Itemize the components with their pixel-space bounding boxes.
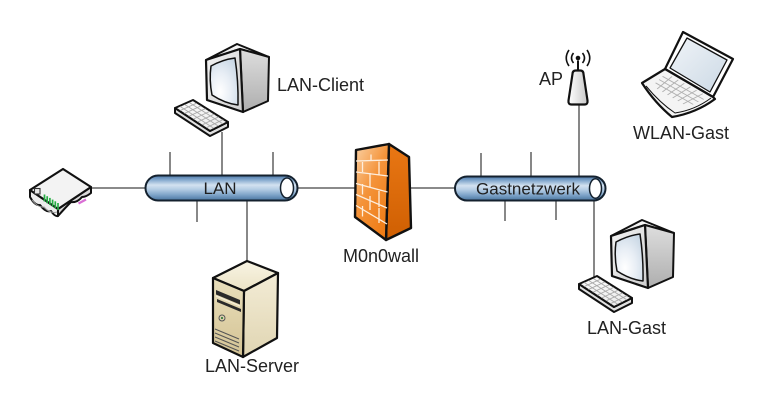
server-bay-1 [216, 290, 240, 305]
router-side-face [57, 186, 92, 217]
router-icon [28, 167, 93, 218]
lan-server-label: LAN-Server [205, 356, 299, 376]
server-bay-highlight [215, 295, 241, 307]
guest-bus-label: Gastnetzwerk [476, 180, 580, 199]
laptop-base [640, 67, 717, 119]
guest-bus: Gastnetzwerk [454, 175, 607, 202]
lan-bus: LAN [144, 174, 299, 202]
lan-guest-label: LAN-Gast [587, 318, 666, 338]
router-port [33, 187, 41, 195]
server-front-face [211, 276, 246, 359]
ap-antenna-body [567, 69, 589, 106]
firewall-front-face [353, 142, 391, 242]
access-point-icon [565, 49, 591, 106]
firewall-icon [353, 142, 413, 242]
laptop-base-edge [645, 85, 712, 114]
firewall-label: M0n0wall [343, 246, 419, 266]
lan-client-label: LAN-Client [277, 75, 364, 95]
lan-bus-label: LAN [203, 179, 236, 198]
server-bay-2 [217, 299, 241, 312]
connection-lines [91, 104, 595, 282]
laptop-keys [655, 75, 705, 105]
guest-bus-cylinder [454, 175, 607, 202]
firewall-mortar-lines [355, 154, 389, 225]
lan-client-icon [175, 42, 271, 136]
wireless-signal-icon [565, 49, 591, 67]
router-accent [77, 198, 87, 205]
lan-client-monitor [204, 42, 271, 114]
ap-label: AP [539, 69, 563, 89]
lan-bus-endcap [279, 177, 295, 199]
wlan-guest-label: WLAN-Gast [633, 123, 729, 143]
guest-bus-endcap [588, 178, 603, 199]
router-leds [43, 194, 59, 210]
server-vents [214, 328, 240, 352]
server-power-led [220, 316, 224, 320]
lan-server-icon [211, 259, 280, 359]
ap-antenna-tip [575, 55, 581, 61]
lan-guest-monitor [609, 218, 676, 290]
lan-guest-keyboard [579, 276, 632, 312]
lan-bus-cylinder [144, 174, 299, 202]
laptop-screen [669, 37, 728, 93]
wlan-guest-laptop-icon [640, 30, 735, 119]
router-wave-line [31, 199, 58, 213]
